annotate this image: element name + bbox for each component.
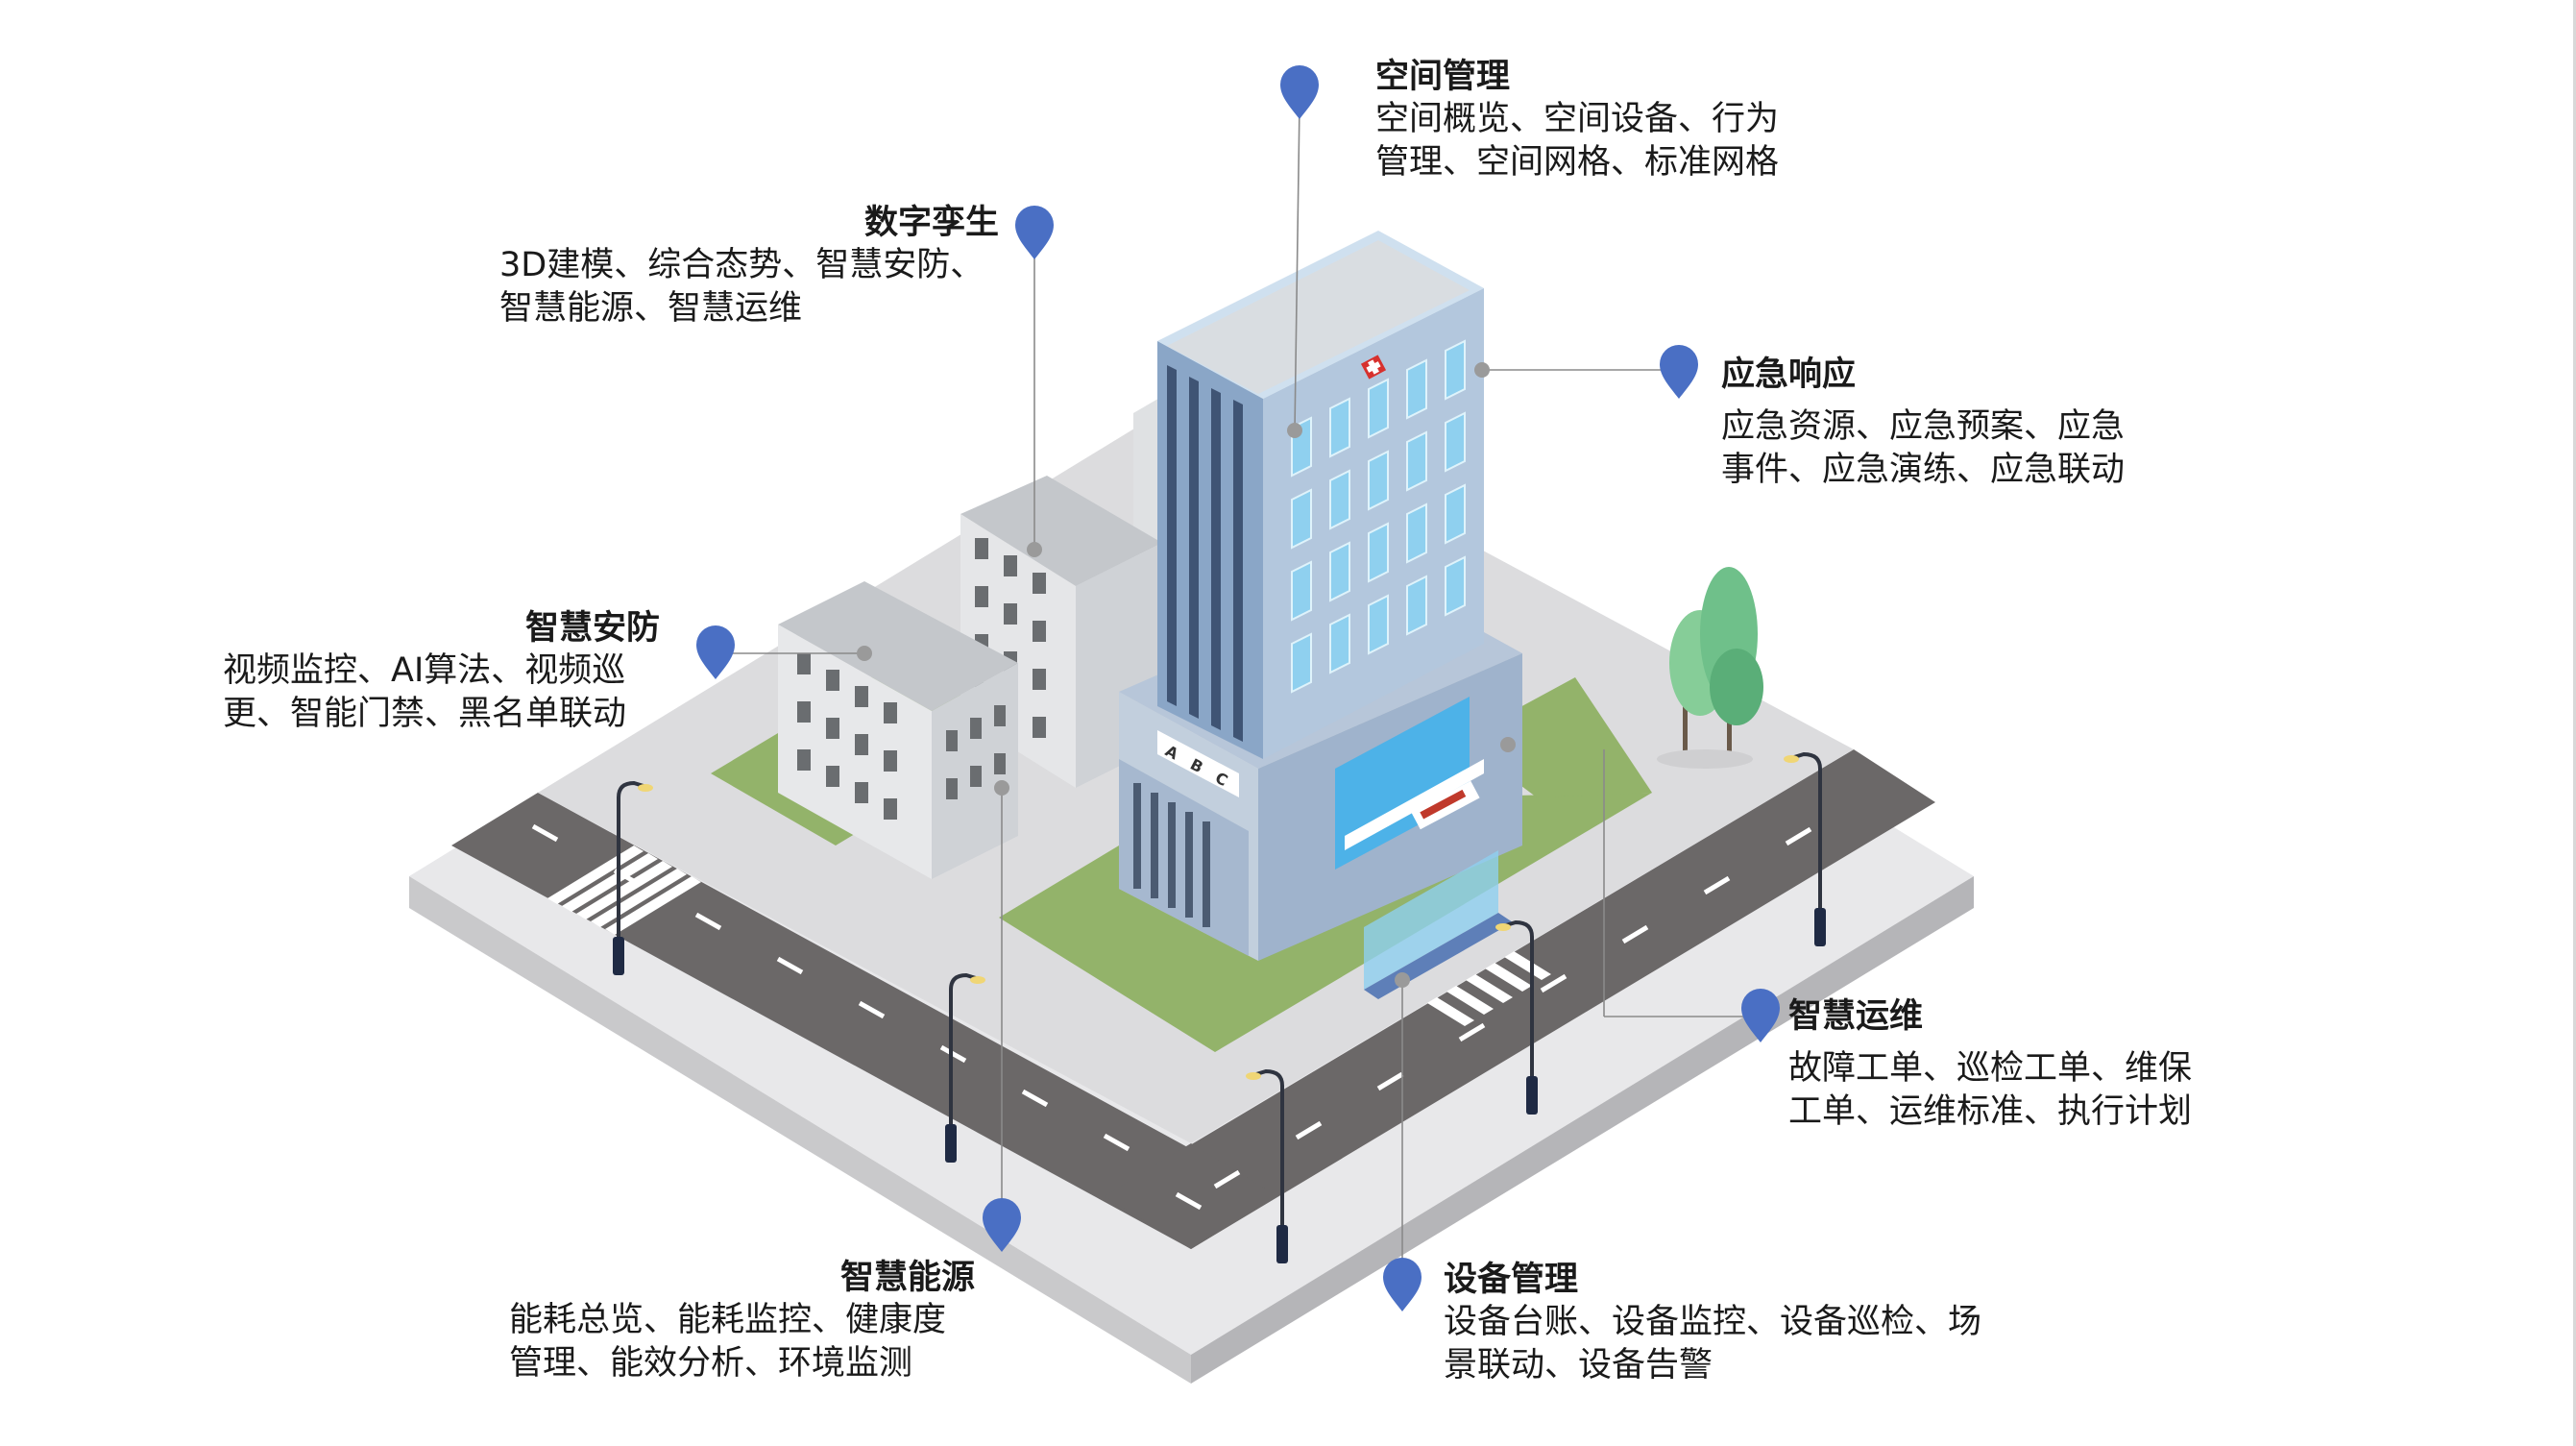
roads (451, 749, 1935, 1249)
callout-smart-energy: 智慧能源 能耗总览、能耗监控、健康度 管理、能效分析、环境监测 (509, 1257, 975, 1385)
callout-title: 数字孪生 (863, 204, 999, 242)
callout-desc-line: 景联动、设备告警 (1444, 1346, 1713, 1385)
callout-title: 应急响应 (1721, 355, 1857, 394)
page-edge-divider (2573, 0, 2576, 1446)
red-cross-icon (1360, 355, 1387, 380)
callout-space-management: 空间管理 空间概览、空间设备、行为 管理、空间网格、标准网格 (1375, 56, 1779, 184)
callout-desc-line: 空间概览、空间设备、行为 (1375, 100, 1780, 138)
callout-digital-twin: 数字孪生 3D建模、综合态势、智慧安防、 智慧能源、智慧运维 (499, 202, 999, 331)
callout-desc-line: 事件、应急演练、应急联动 (1721, 451, 2126, 489)
callout-desc-line: 3D建模、综合态势、智慧安防、 (499, 246, 984, 284)
callout-desc-line: 管理、空间网格、标准网格 (1375, 143, 1780, 182)
tree-icon (1657, 567, 1763, 769)
left-building (778, 581, 1018, 879)
callout-title: 设备管理 (1444, 1261, 1579, 1299)
callout-desc-line: 应急资源、应急预案、应急 (1721, 407, 2126, 446)
callout-desc-line: 管理、能效分析、环境监测 (509, 1344, 913, 1383)
callout-title: 智慧运维 (1788, 997, 1924, 1036)
callout-smart-operations: 智慧运维 故障工单、巡检工单、维保 工单、运维标准、执行计划 (1788, 995, 2192, 1134)
callout-desc-line: 视频监控、AI算法、视频巡 (223, 651, 626, 690)
callout-desc-line: 设备台账、设备监控、设备巡检、场 (1444, 1303, 1982, 1341)
callout-desc-line: 能耗总览、能耗监控、健康度 (509, 1301, 947, 1339)
callout-smart-security: 智慧安防 视频监控、AI算法、视频巡 更、智能门禁、黑名单联动 (223, 607, 660, 736)
callout-title: 智慧安防 (524, 609, 660, 648)
callout-emergency-response: 应急响应 应急资源、应急预案、应急 事件、应急演练、应急联动 (1721, 354, 2125, 492)
map-pin-icon (696, 65, 1780, 1311)
leader-lines (716, 103, 1758, 1286)
callout-desc-line: 智慧能源、智慧运维 (499, 289, 803, 328)
callout-title: 智慧能源 (839, 1259, 975, 1297)
callout-desc-line: 更、智能门禁、黑名单联动 (223, 695, 627, 733)
street-lamp-icon (617, 751, 1822, 1249)
callout-title: 空间管理 (1375, 58, 1511, 96)
main-tower (1119, 231, 1522, 999)
callout-device-management: 设备管理 设备台账、设备监控、设备巡检、场 景联动、设备告警 (1444, 1259, 1981, 1387)
callout-desc-line: 故障工单、巡检工单、维保 (1788, 1049, 2193, 1088)
callout-desc-line: 工单、运维标准、执行计划 (1788, 1092, 2193, 1131)
